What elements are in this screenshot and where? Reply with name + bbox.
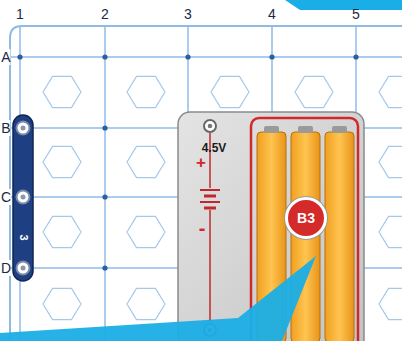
column-number: 1 <box>16 7 24 21</box>
column-number: 4 <box>268 7 276 21</box>
battery-holder: 4.5V+ - B3 <box>178 112 364 341</box>
pointer-band <box>285 0 402 10</box>
row-letter: D <box>1 260 11 276</box>
polarity-mark: - <box>199 218 206 238</box>
row-letter: C <box>1 189 11 205</box>
part-label: B3 <box>297 211 315 225</box>
snap-wire <box>13 115 33 281</box>
snap-wire: 3 <box>13 115 33 281</box>
column-number: 5 <box>352 7 360 21</box>
row-letter: B <box>1 120 10 136</box>
voltage-label: 4.5V <box>202 142 227 154</box>
column-number: 2 <box>101 7 109 21</box>
wire-number: 3 <box>18 234 29 240</box>
part-badge: B3 <box>285 197 327 239</box>
polarity-mark: + <box>196 154 206 171</box>
column-number: 3 <box>184 7 192 21</box>
row-letter: A <box>1 49 10 65</box>
callout-pointer <box>0 256 316 341</box>
